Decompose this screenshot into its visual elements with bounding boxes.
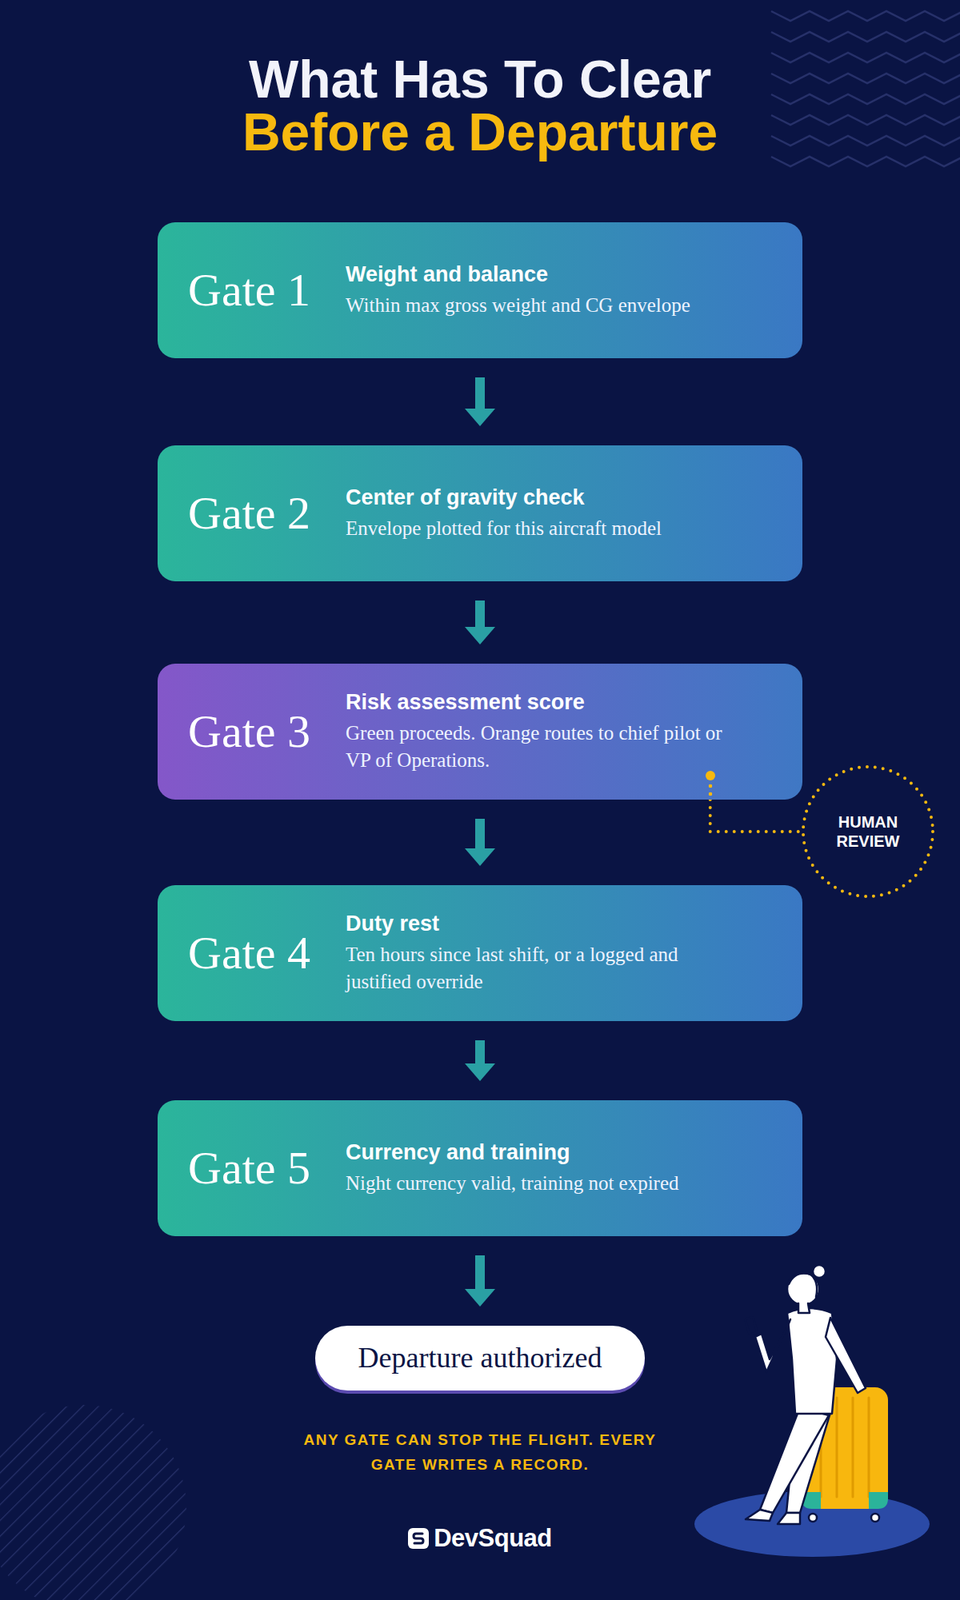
zigzag-line <box>771 32 960 42</box>
zigzag-line <box>771 52 960 63</box>
gate-box: Gate 4Duty restTen hours since last shif… <box>157 885 803 1022</box>
dotted-ring <box>800 764 936 900</box>
hatch-pattern <box>0 1405 187 1600</box>
zigzag-line <box>771 115 960 125</box>
zigzag-line <box>771 136 960 146</box>
zigzag-line <box>771 156 960 167</box>
caption: ANY GATE CAN STOP THE FLIGHT. EVERY GATE… <box>296 1428 664 1478</box>
gate-body: Within max gross weight and CG envelope <box>345 292 746 320</box>
leader-dots <box>708 782 713 800</box>
gate-heading: Risk assessment score <box>345 689 779 716</box>
logo-icon <box>408 1528 429 1550</box>
review-label: HUMAN REVIEW <box>818 812 918 852</box>
flow-arrow <box>475 1040 485 1064</box>
gate-label: Gate 2 <box>188 490 346 537</box>
gate-body: Ten hours since last shift, or a logged … <box>345 941 746 996</box>
gate-body: Green proceeds. Orange routes to chief p… <box>345 720 746 775</box>
gate-heading: Duty rest <box>345 911 779 937</box>
flow-arrow <box>475 377 485 409</box>
gate-label: Gate 3 <box>188 708 346 756</box>
gate-body: Envelope plotted for this aircraft model <box>345 515 746 543</box>
zigzag-pattern <box>771 11 960 167</box>
logo: DevSquad <box>0 1523 960 1556</box>
departure-label: Departure authorized <box>358 1341 603 1376</box>
traveler-illustration <box>694 1265 930 1558</box>
zigzag-line <box>771 94 960 104</box>
title: What Has To Clear Before a Departure <box>192 52 768 159</box>
zigzag-line <box>771 73 960 84</box>
leader-dot <box>705 771 716 781</box>
flow-arrow <box>475 819 485 849</box>
gate-box: Gate 5Currency and trainingNight currenc… <box>157 1100 803 1237</box>
gate-heading: Weight and balance <box>345 261 779 288</box>
gate-label: Gate 1 <box>188 267 346 314</box>
gate-label: Gate 4 <box>188 930 346 977</box>
zigzag-line <box>771 11 960 21</box>
gate-heading: Currency and training <box>345 1140 779 1166</box>
gate-box: Gate 3Risk assessment scoreGreen proceed… <box>157 664 803 800</box>
logo-text: DevSquad <box>433 1524 552 1554</box>
gate-label: Gate 5 <box>188 1145 346 1192</box>
flow-arrow <box>475 1256 485 1290</box>
gate-box: Gate 2Center of gravity checkEnvelope pl… <box>157 445 803 582</box>
review-leader <box>710 800 801 832</box>
departure-pill: Departure authorized <box>315 1326 646 1392</box>
review-circle: HUMAN REVIEW <box>800 764 936 900</box>
flow-arrow <box>475 600 485 628</box>
gate-body: Night currency valid, training not expir… <box>345 1170 746 1198</box>
gate-heading: Center of gravity check <box>345 484 779 511</box>
gate-box: Gate 1Weight and balanceWithin max gross… <box>157 222 803 359</box>
